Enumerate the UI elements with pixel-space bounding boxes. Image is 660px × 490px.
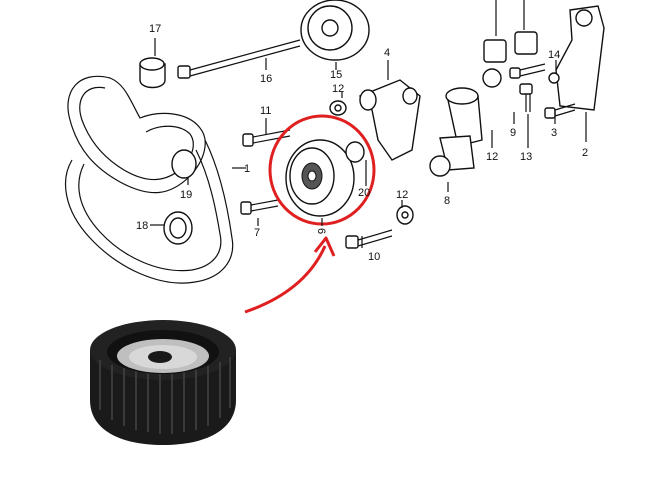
label-6: 6 xyxy=(315,228,327,234)
washer-12-middle xyxy=(396,205,414,225)
label-20: 20 xyxy=(358,187,370,199)
label-17: 17 xyxy=(149,23,161,35)
label-8: 8 xyxy=(444,195,450,207)
idler-pulley-6 xyxy=(285,139,355,217)
label-12-upper: 12 xyxy=(332,83,344,95)
bracket-2 xyxy=(555,5,605,111)
label-16: 16 xyxy=(260,73,272,85)
bolt-9 xyxy=(509,63,546,79)
bolt-16 xyxy=(177,39,301,79)
label-14: 14 xyxy=(548,49,560,61)
label-12-middle: 12 xyxy=(396,189,408,201)
washer-12-upper xyxy=(329,100,347,116)
leader-lines xyxy=(150,0,587,248)
pulley-19 xyxy=(171,149,197,179)
label-15: 15 xyxy=(330,69,342,81)
label-7: 7 xyxy=(254,227,260,239)
label-12-lower: 12 xyxy=(486,151,498,163)
label-11: 11 xyxy=(260,105,271,117)
bolt-7 xyxy=(240,199,279,215)
label-1: 1 xyxy=(244,163,250,175)
pulley-18 xyxy=(163,211,193,245)
label-19: 19 xyxy=(180,189,192,201)
bolt-11 xyxy=(242,129,291,147)
label-9: 9 xyxy=(510,127,516,139)
drive-belt xyxy=(65,75,234,284)
label-4: 4 xyxy=(384,47,390,59)
label-13: 13 xyxy=(520,151,532,163)
bolt-10 xyxy=(345,229,393,249)
label-18: 18 xyxy=(136,220,148,232)
bolt-3 xyxy=(544,103,576,119)
damper-8 xyxy=(429,87,483,177)
label-10: 10 xyxy=(368,251,380,263)
spacer-20 xyxy=(345,141,365,163)
tensioner-bracket-4 xyxy=(358,79,421,161)
cap-17 xyxy=(139,57,166,89)
washer-14 xyxy=(548,72,560,84)
bushings-5 xyxy=(482,31,538,88)
bolt-13 xyxy=(519,83,533,112)
pulley-15 xyxy=(300,0,370,61)
highlight-arrow xyxy=(244,245,327,314)
label-3: 3 xyxy=(551,127,557,139)
highlight-arrowhead xyxy=(313,236,336,257)
label-2: 2 xyxy=(582,147,588,159)
idler-pulley-icon xyxy=(90,320,236,445)
